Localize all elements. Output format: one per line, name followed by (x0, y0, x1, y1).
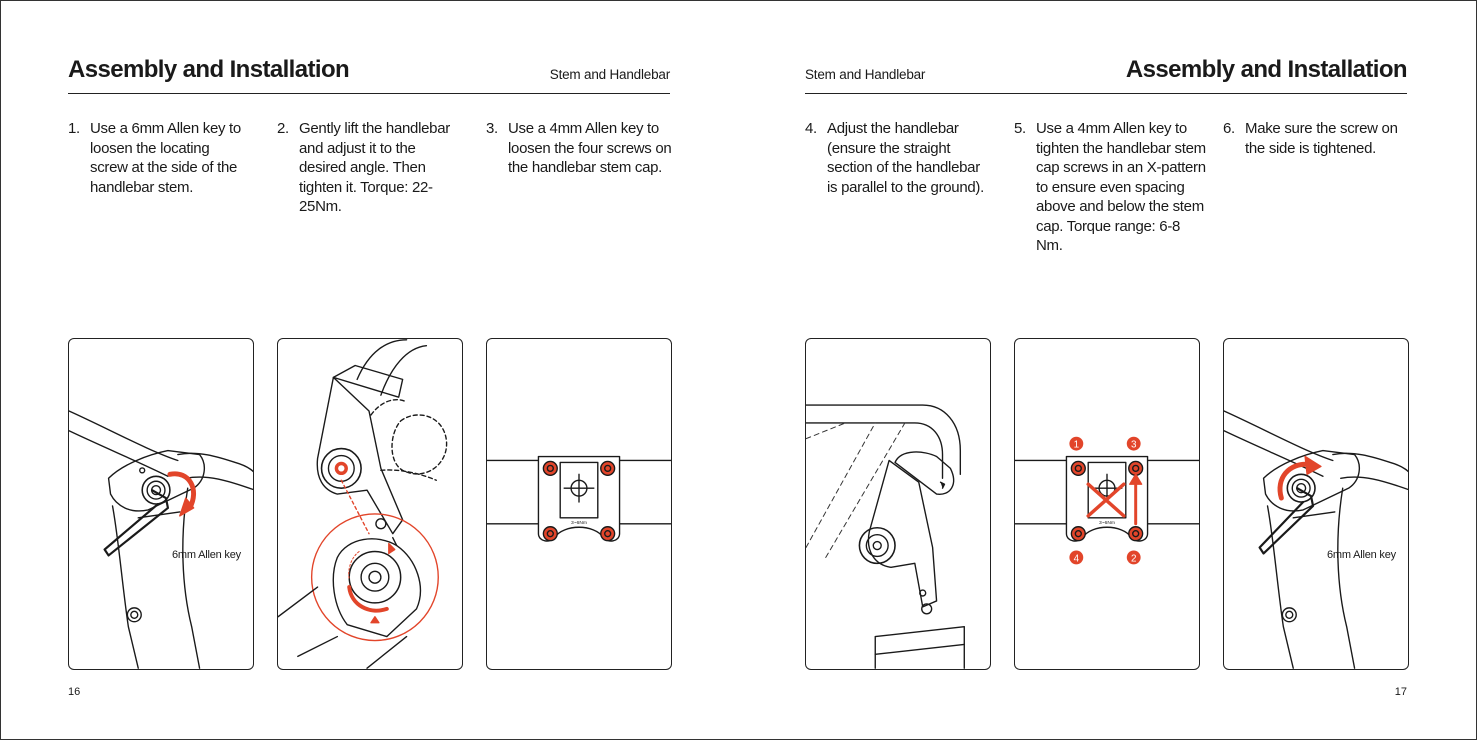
page-17: Stem and Handlebar Assembly and Installa… (805, 0, 1409, 740)
page-16: Assembly and Installation Stem and Handl… (68, 0, 672, 740)
step-text: Make sure the screw on the side is tight… (1245, 120, 1398, 157)
page-title: Assembly and Installation (68, 56, 350, 83)
page-number: 16 (68, 686, 81, 698)
step-1: 1. Use a 6mm Allen key to loosen the loc… (68, 119, 256, 197)
illustration-stem-cap-screws: 3~6Nm (486, 338, 672, 670)
sequence-marker-2: 2 (1126, 550, 1141, 564)
sequence-marker-4: 4 (1069, 550, 1084, 564)
stem-cap-torque-label: 3~6Nm (571, 520, 587, 526)
svg-text:3: 3 (1131, 440, 1137, 451)
svg-text:1: 1 (1074, 440, 1080, 451)
section-label: Stem and Handlebar (805, 67, 926, 82)
step-3: 3. Use a 4mm Allen key to loosen the fou… (486, 119, 676, 178)
step-text: Adjust the handlebar (ensure the straigh… (827, 120, 984, 196)
stem-cap-torque-label: 3~6Nm (1099, 520, 1115, 526)
step-number: 1. (68, 120, 80, 137)
illustration-tighten-side-screw (1223, 338, 1409, 670)
step-text: Use a 6mm Allen key to loosen the locati… (90, 120, 241, 196)
sequence-marker-3: 3 (1126, 436, 1141, 451)
section-label: Stem and Handlebar (549, 67, 670, 82)
step-text: Use a 4mm Allen key to tighten the handl… (1036, 120, 1206, 254)
illustration-loosen-side-screw (68, 338, 254, 670)
callout-6mm-allen-key: 6mm Allen key (1327, 549, 1396, 561)
step-number: 5. (1014, 120, 1026, 137)
page-title: Assembly and Installation (1125, 56, 1408, 83)
step-number: 4. (805, 120, 817, 137)
step-number: 2. (277, 120, 289, 137)
step-6: 6. Make sure the screw on the side is ti… (1223, 119, 1413, 158)
svg-text:2: 2 (1131, 553, 1137, 564)
sequence-marker-1: 1 (1069, 436, 1084, 451)
step-2: 2. Gently lift the handlebar and adjust … (277, 119, 465, 217)
page-number: 17 (1394, 686, 1407, 698)
step-text: Use a 4mm Allen key to loosen the four s… (508, 120, 672, 176)
illustration-x-pattern-tightening: 3~6Nm 1 3 4 2 (1014, 338, 1200, 670)
step-4: 4. Adjust the handlebar (ensure the stra… (805, 119, 993, 197)
illustration-adjust-handlebar-angle (277, 338, 463, 670)
step-number: 6. (1223, 120, 1235, 137)
step-number: 3. (486, 120, 498, 137)
svg-text:4: 4 (1074, 553, 1080, 564)
step-5: 5. Use a 4mm Allen key to tighten the ha… (1014, 119, 1206, 256)
step-text: Gently lift the handlebar and adjust it … (299, 120, 450, 215)
illustration-handlebar-parallel (805, 338, 991, 670)
page-header: Assembly and Installation Stem and Handl… (68, 56, 670, 94)
page-header: Stem and Handlebar Assembly and Installa… (805, 56, 1408, 94)
callout-6mm-allen-key: 6mm Allen key (172, 549, 241, 561)
